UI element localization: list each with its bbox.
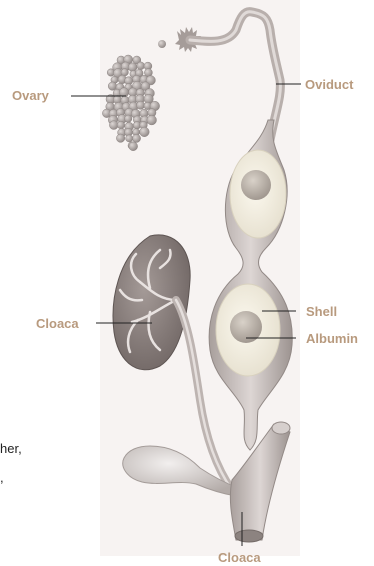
ovary-follicle <box>132 134 140 142</box>
ovary-follicle <box>129 142 138 151</box>
ovary-follicle <box>116 134 124 142</box>
ovary-follicle <box>137 62 145 70</box>
ovary-follicle <box>140 127 150 137</box>
small-follicle <box>158 40 166 48</box>
ovary-follicle <box>137 101 145 109</box>
cloaca-tube <box>230 422 290 542</box>
shell-label: Shell <box>306 304 337 319</box>
upper-egg-yolk <box>241 170 271 200</box>
ovary-follicle <box>108 82 116 90</box>
albumin-label: Albumin <box>306 331 358 346</box>
cloaca-bottom-label: Cloaca <box>218 550 261 565</box>
ovary-follicle <box>125 115 132 122</box>
ovary-label: Ovary <box>12 88 49 103</box>
ovary-follicle <box>126 135 133 142</box>
ovary-follicle <box>147 115 157 125</box>
ovary-follicle <box>117 121 125 129</box>
cropped-side-text-2: , <box>0 470 4 485</box>
ovary-cluster <box>102 55 159 151</box>
cropped-side-text-1: her, <box>0 441 22 456</box>
oviduct-label: Oviduct <box>305 77 353 92</box>
cloaca-left-label: Cloaca <box>36 316 79 331</box>
